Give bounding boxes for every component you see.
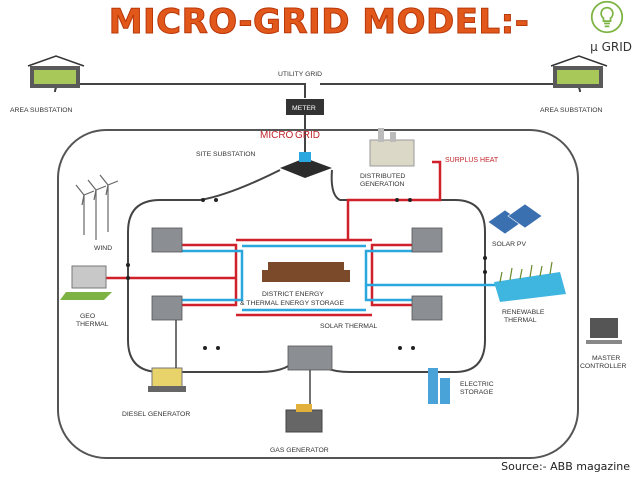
cool-lines [180, 244, 500, 312]
gas-label: GAS GENERATOR [270, 447, 329, 454]
district-label-2: & THERMAL ENERGY STORAGE [240, 300, 344, 307]
distributed-generation-icon [369, 128, 415, 167]
micro-grid-boundary [57, 129, 579, 459]
badge-label: μ GRID [590, 40, 632, 54]
area-substation-right-label: AREA SUBSTATION [540, 107, 603, 114]
solar-pv-label: SOLAR PV [492, 241, 526, 248]
micro-label: MICRO [260, 130, 294, 141]
source-caption: Source:- ABB magazine [501, 460, 630, 473]
renewable-thermal-icon [494, 261, 566, 302]
area-substation-left-icon [27, 55, 85, 88]
diesel-generator-icon [148, 367, 186, 392]
master-label-2: CONTROLLER [580, 363, 627, 370]
master-label-1: MASTER [592, 355, 620, 362]
geo-label-1: GEO [80, 313, 95, 320]
area-substation-left-label: AREA SUBSTATION [10, 107, 73, 114]
surplus-heat-label: SURPLUS HEAT [445, 157, 499, 164]
utility-grid-label: UTILITY GRID [278, 71, 322, 78]
district-energy-icon [262, 262, 350, 282]
wind-label: WIND [94, 245, 112, 252]
grid-label: GRID [295, 130, 320, 141]
switch-dots [126, 198, 487, 350]
distributed-label-2: GENERATION [360, 181, 405, 188]
utility-grid-lines [54, 83, 581, 160]
master-controller-icon [586, 318, 622, 344]
renewable-label-1: RENEWABLE [502, 309, 545, 316]
distributed-label-1: DISTRIBUTED [360, 173, 405, 180]
solar-thermal-label: SOLAR THERMAL [320, 323, 378, 330]
geo-label-2: THERMAL [76, 321, 109, 328]
site-substation-label: SITE SUBSTATION [196, 151, 256, 158]
buildings [151, 227, 443, 371]
electric-storage-icon [428, 368, 450, 404]
electric-label-2: STORAGE [460, 389, 494, 396]
solar-pv-icon [487, 203, 543, 235]
page-title: MICRO-GRID MODEL:- [108, 2, 530, 43]
site-substation-icon [280, 158, 332, 178]
heat-lines [100, 160, 442, 317]
meter-box [286, 99, 324, 115]
lightbulb-icon [590, 0, 624, 34]
geo-thermal-icon [60, 265, 112, 300]
diesel-label: DIESEL GENERATOR [122, 411, 190, 418]
wind-turbine-icon [75, 174, 119, 240]
gas-generator-icon [285, 404, 323, 433]
district-label-1: DISTRICT ENERGY [262, 291, 324, 298]
electric-label-1: ELECTRIC [460, 381, 494, 388]
renewable-label-2: THERMAL [504, 317, 537, 324]
area-substation-right-icon [550, 55, 608, 88]
meter-label: METER [292, 105, 316, 112]
